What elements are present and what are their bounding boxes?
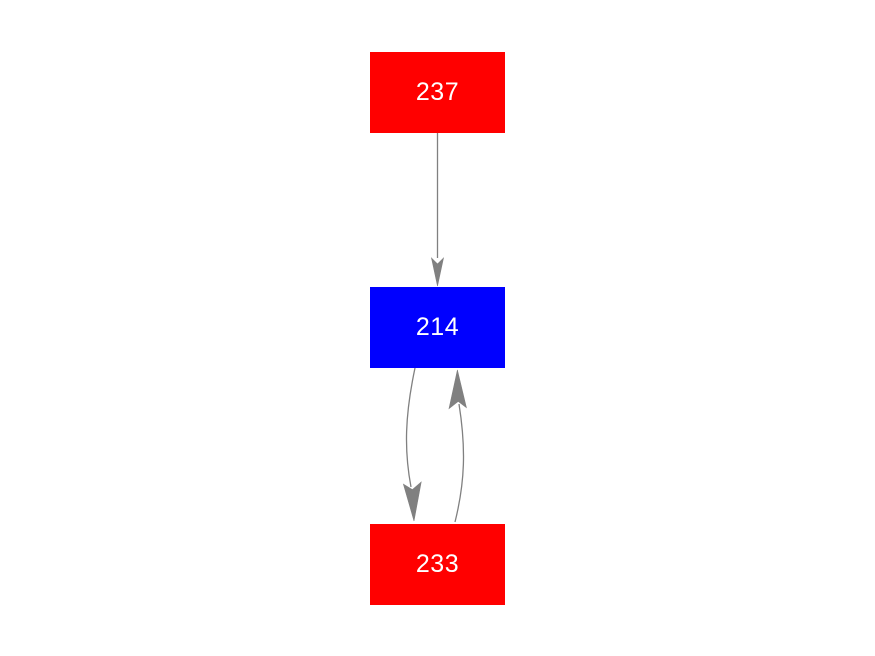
node-label-237: 237 (415, 78, 460, 106)
graph-node-214[interactable]: 214 (370, 287, 505, 368)
edge-233-to-214 (448, 369, 467, 523)
graph-node-233[interactable]: 233 (370, 524, 505, 605)
edge-237-to-214 (430, 133, 445, 287)
edge-214-to-233 (402, 367, 422, 522)
node-label-233: 233 (415, 550, 460, 578)
graph-node-237[interactable]: 237 (370, 52, 505, 133)
node-label-214: 214 (415, 313, 460, 341)
